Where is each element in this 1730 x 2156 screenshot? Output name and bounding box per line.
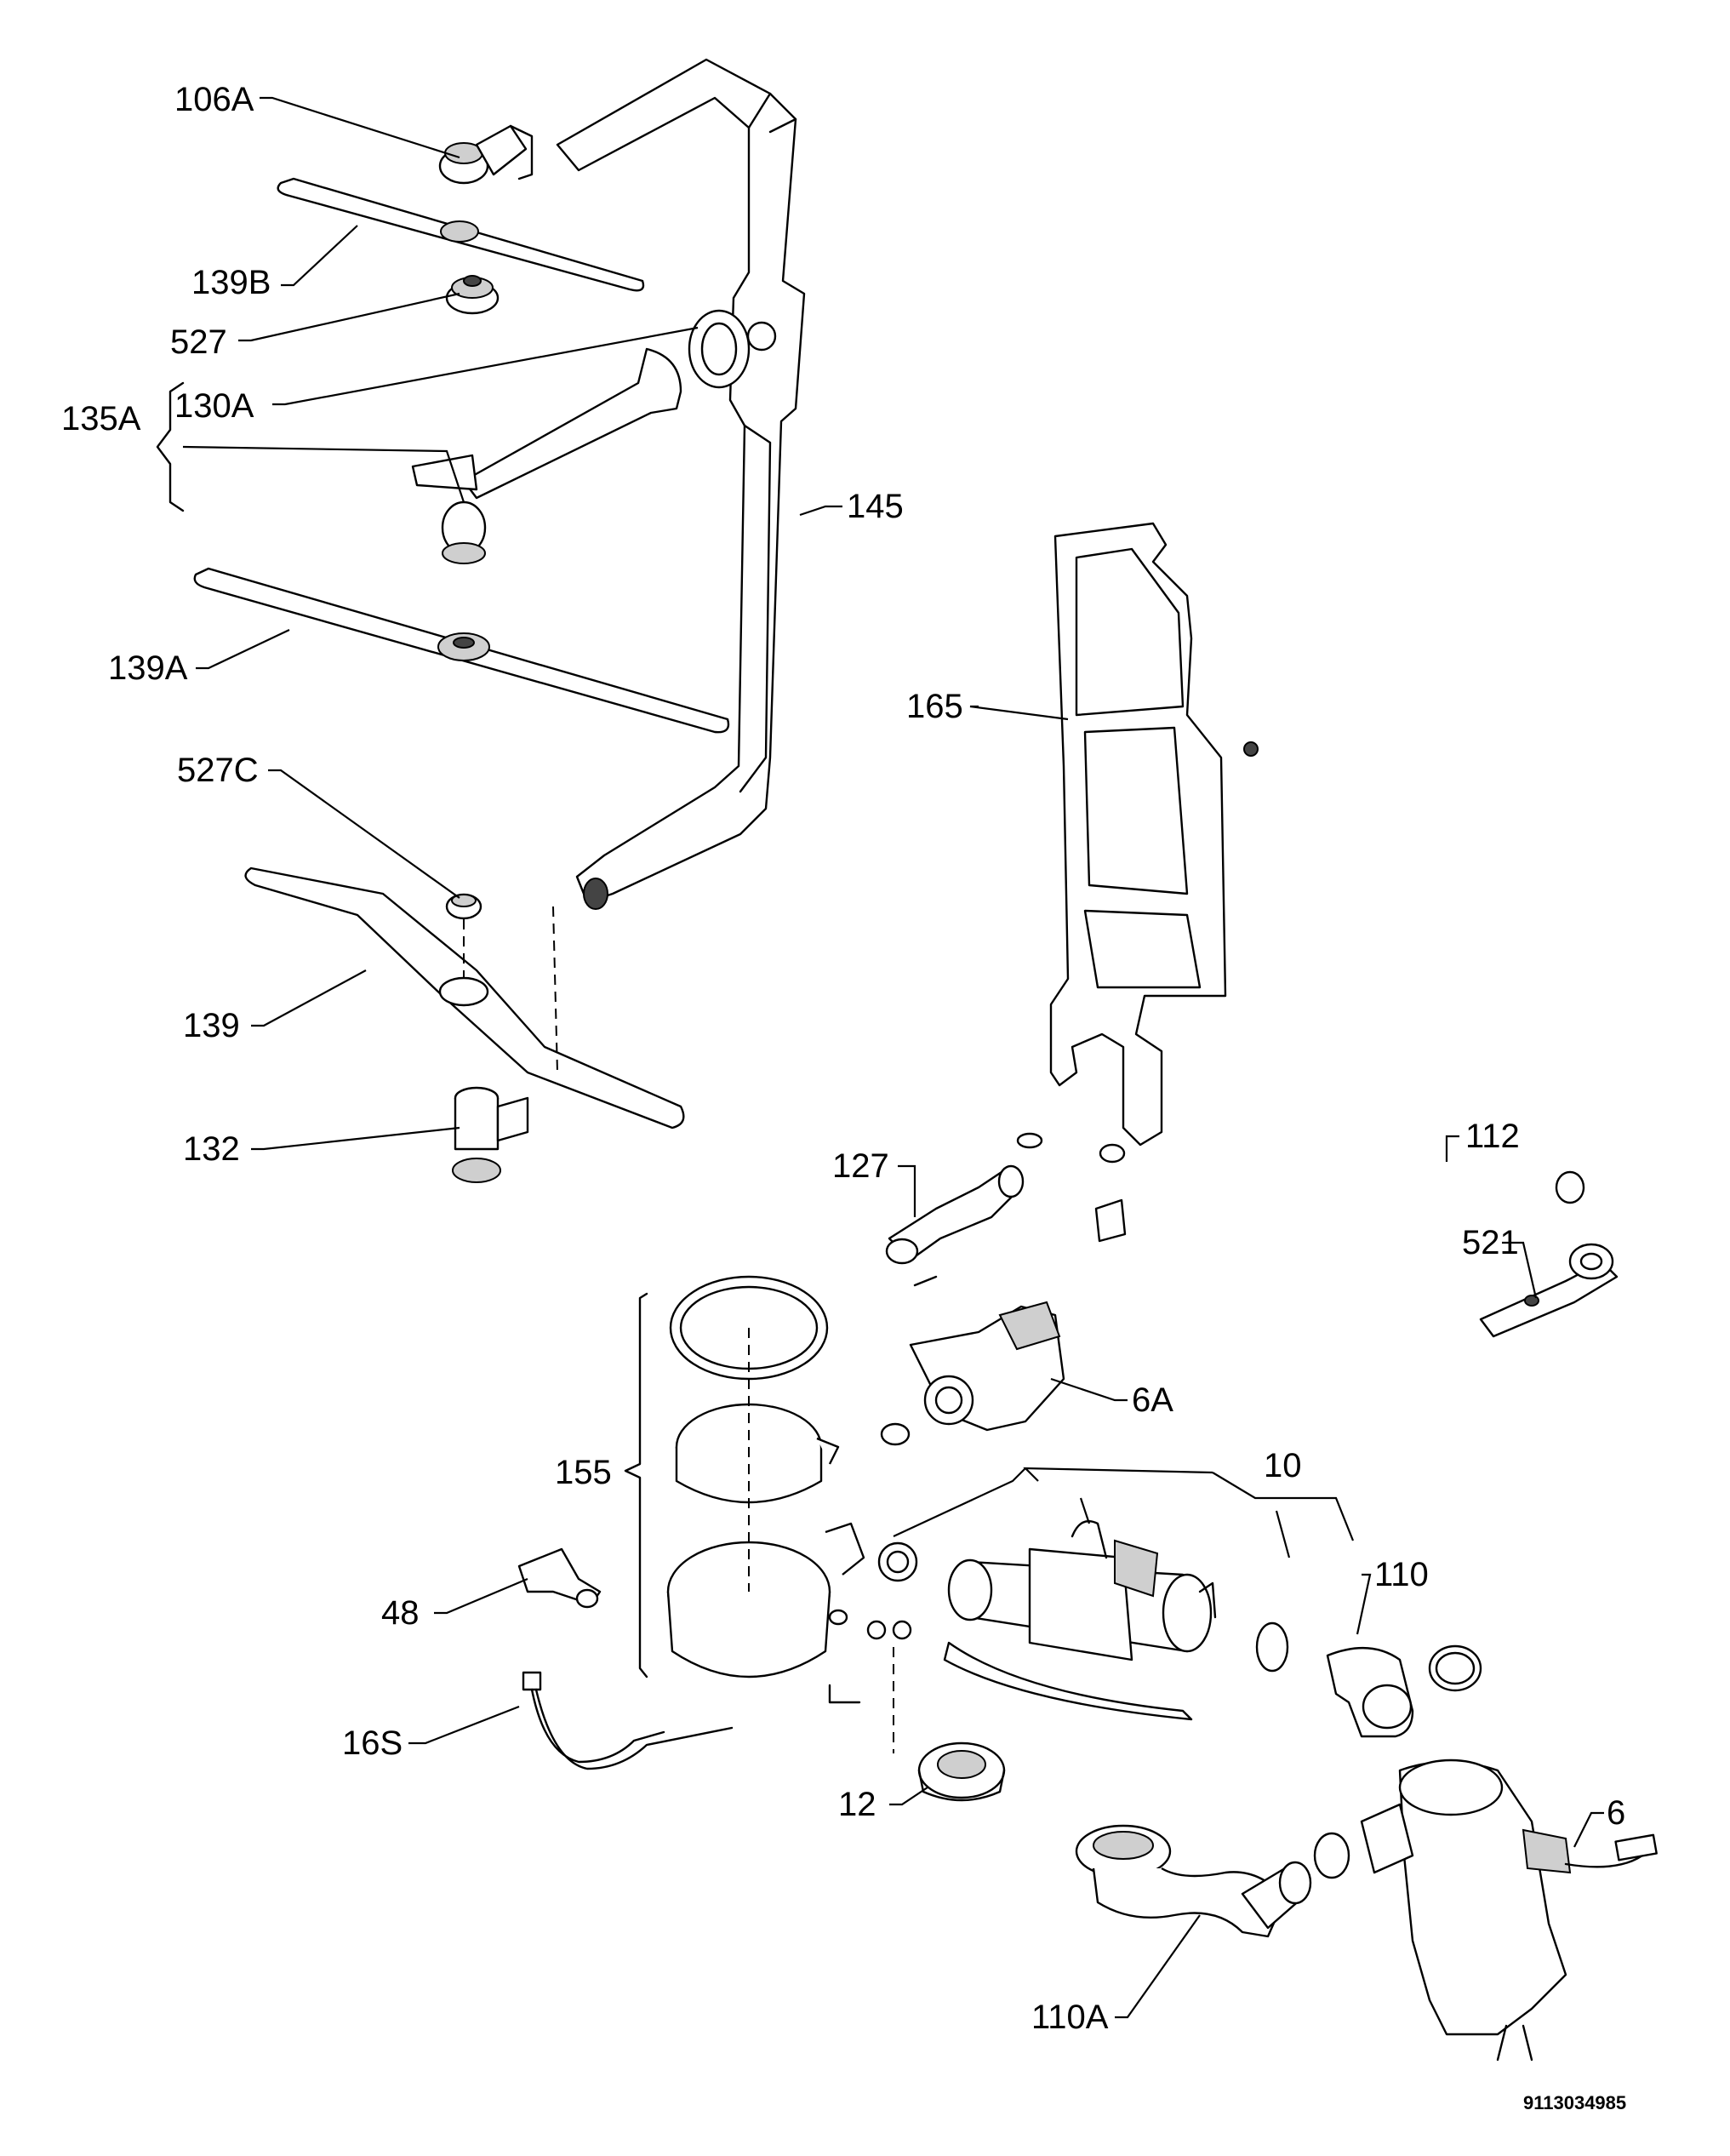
label-12: 12 <box>838 1786 876 1823</box>
label-132: 132 <box>183 1130 240 1168</box>
elbow-hose-110 <box>1326 1644 1482 1738</box>
nut-527c <box>445 893 482 920</box>
label-527c: 527C <box>177 752 259 789</box>
top-nozzle-106a <box>438 124 534 185</box>
label-6a: 6A <box>1132 1381 1173 1419</box>
middle-spray-arm-139a <box>193 567 730 734</box>
air-break-165 <box>1049 522 1259 1147</box>
label-110a: 110A <box>1031 1999 1109 2036</box>
label-6: 6 <box>1607 1794 1625 1832</box>
connector-132 <box>452 1086 529 1183</box>
level-switch-48 <box>517 1547 602 1609</box>
drain-hose-112 <box>1016 1132 1585 1353</box>
drain-pump-6a <box>880 1301 1065 1446</box>
lower-spray-arm-139 <box>244 866 685 1129</box>
label-106a: 106A <box>174 81 254 118</box>
pipe-135a <box>411 347 682 564</box>
heater-assembly-10 <box>877 1519 1289 1721</box>
upper-spray-arm-139b <box>277 177 645 292</box>
label-521: 521 <box>1462 1224 1519 1261</box>
circulation-pump-6 <box>1313 1759 1658 2062</box>
wire-harness-16s <box>522 1671 734 1770</box>
label-527: 527 <box>170 323 227 361</box>
label-110: 110 <box>1374 1556 1429 1593</box>
label-130a: 130A <box>174 387 254 425</box>
supply-pipe-145 <box>556 58 806 910</box>
label-165: 165 <box>906 688 963 725</box>
label-127: 127 <box>832 1147 889 1185</box>
label-112: 112 <box>1465 1118 1520 1155</box>
label-139: 139 <box>183 1007 240 1044</box>
label-48: 48 <box>381 1594 420 1632</box>
hose-127 <box>885 1164 1025 1287</box>
leader-lines <box>156 96 1604 2019</box>
nut-527 <box>445 275 500 315</box>
drain-hose-110a <box>1075 1824 1312 1938</box>
label-145: 145 <box>847 488 904 525</box>
plug-521 <box>1479 1243 1619 1338</box>
label-10: 10 <box>1264 1447 1302 1484</box>
label-139a: 139A <box>108 649 188 687</box>
sensor-12 <box>893 1647 1006 1802</box>
label-139b: 139B <box>191 264 271 301</box>
label-155: 155 <box>555 1454 612 1491</box>
label-16s: 16S <box>342 1724 403 1762</box>
sump-155 <box>624 1275 912 1704</box>
drawing-code: 9113034985 <box>1523 2092 1626 2113</box>
label-135a: 135A <box>61 400 141 437</box>
seal-130a <box>688 309 751 389</box>
part-labels: 106A 139B 527 135A 130A 145 139A 165 527… <box>61 81 1626 2113</box>
